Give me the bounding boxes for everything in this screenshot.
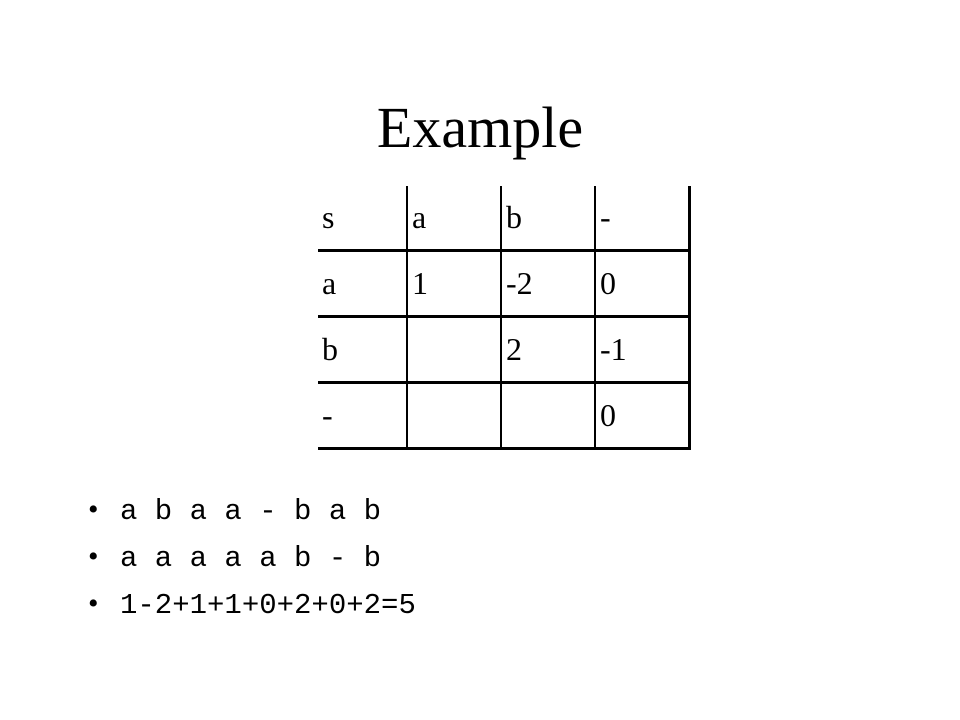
table-cell: 2: [500, 315, 596, 384]
table-cell: b: [500, 186, 596, 252]
table-cell: a: [406, 186, 502, 252]
bullet-item: • a a a a a b - b: [88, 533, 416, 580]
bullet-list: • a b a a - b a b • a a a a a b - b • 1-2+1…: [88, 486, 416, 627]
bullet-item: • a b a a - b a b: [88, 486, 416, 533]
table-cell: [500, 381, 596, 450]
table-row: b 2 -1: [318, 315, 691, 384]
table-row: - 0: [318, 381, 691, 450]
table-cell: 1: [406, 249, 502, 318]
table-cell: -: [594, 186, 691, 252]
bullet-text: a b a a - b a b: [120, 495, 382, 528]
table-cell: s: [318, 186, 408, 252]
table-cell: [406, 315, 502, 384]
table-cell: -: [318, 381, 408, 450]
score-matrix-table: s a b - a 1 -2 0 b 2 -1 - 0: [318, 186, 691, 450]
table-cell: -1: [594, 315, 691, 384]
table-cell: a: [318, 249, 408, 318]
bullet-text: a a a a a b - b: [120, 542, 382, 575]
bullet-marker: •: [88, 493, 99, 526]
table-row: s a b -: [318, 186, 691, 252]
bullet-marker: •: [88, 587, 99, 620]
slide-title: Example: [376, 95, 584, 160]
bullet-marker: •: [88, 540, 99, 573]
table-cell: 0: [594, 249, 691, 318]
table-cell: b: [318, 315, 408, 384]
table-cell: 0: [594, 381, 691, 450]
table-row: a 1 -2 0: [318, 249, 691, 318]
bullet-text: 1-2+1+1+0+2+0+2=5: [120, 589, 416, 622]
table-cell: [406, 381, 502, 450]
bullet-item: • 1-2+1+1+0+2+0+2=5: [88, 580, 416, 627]
table-cell: -2: [500, 249, 596, 318]
